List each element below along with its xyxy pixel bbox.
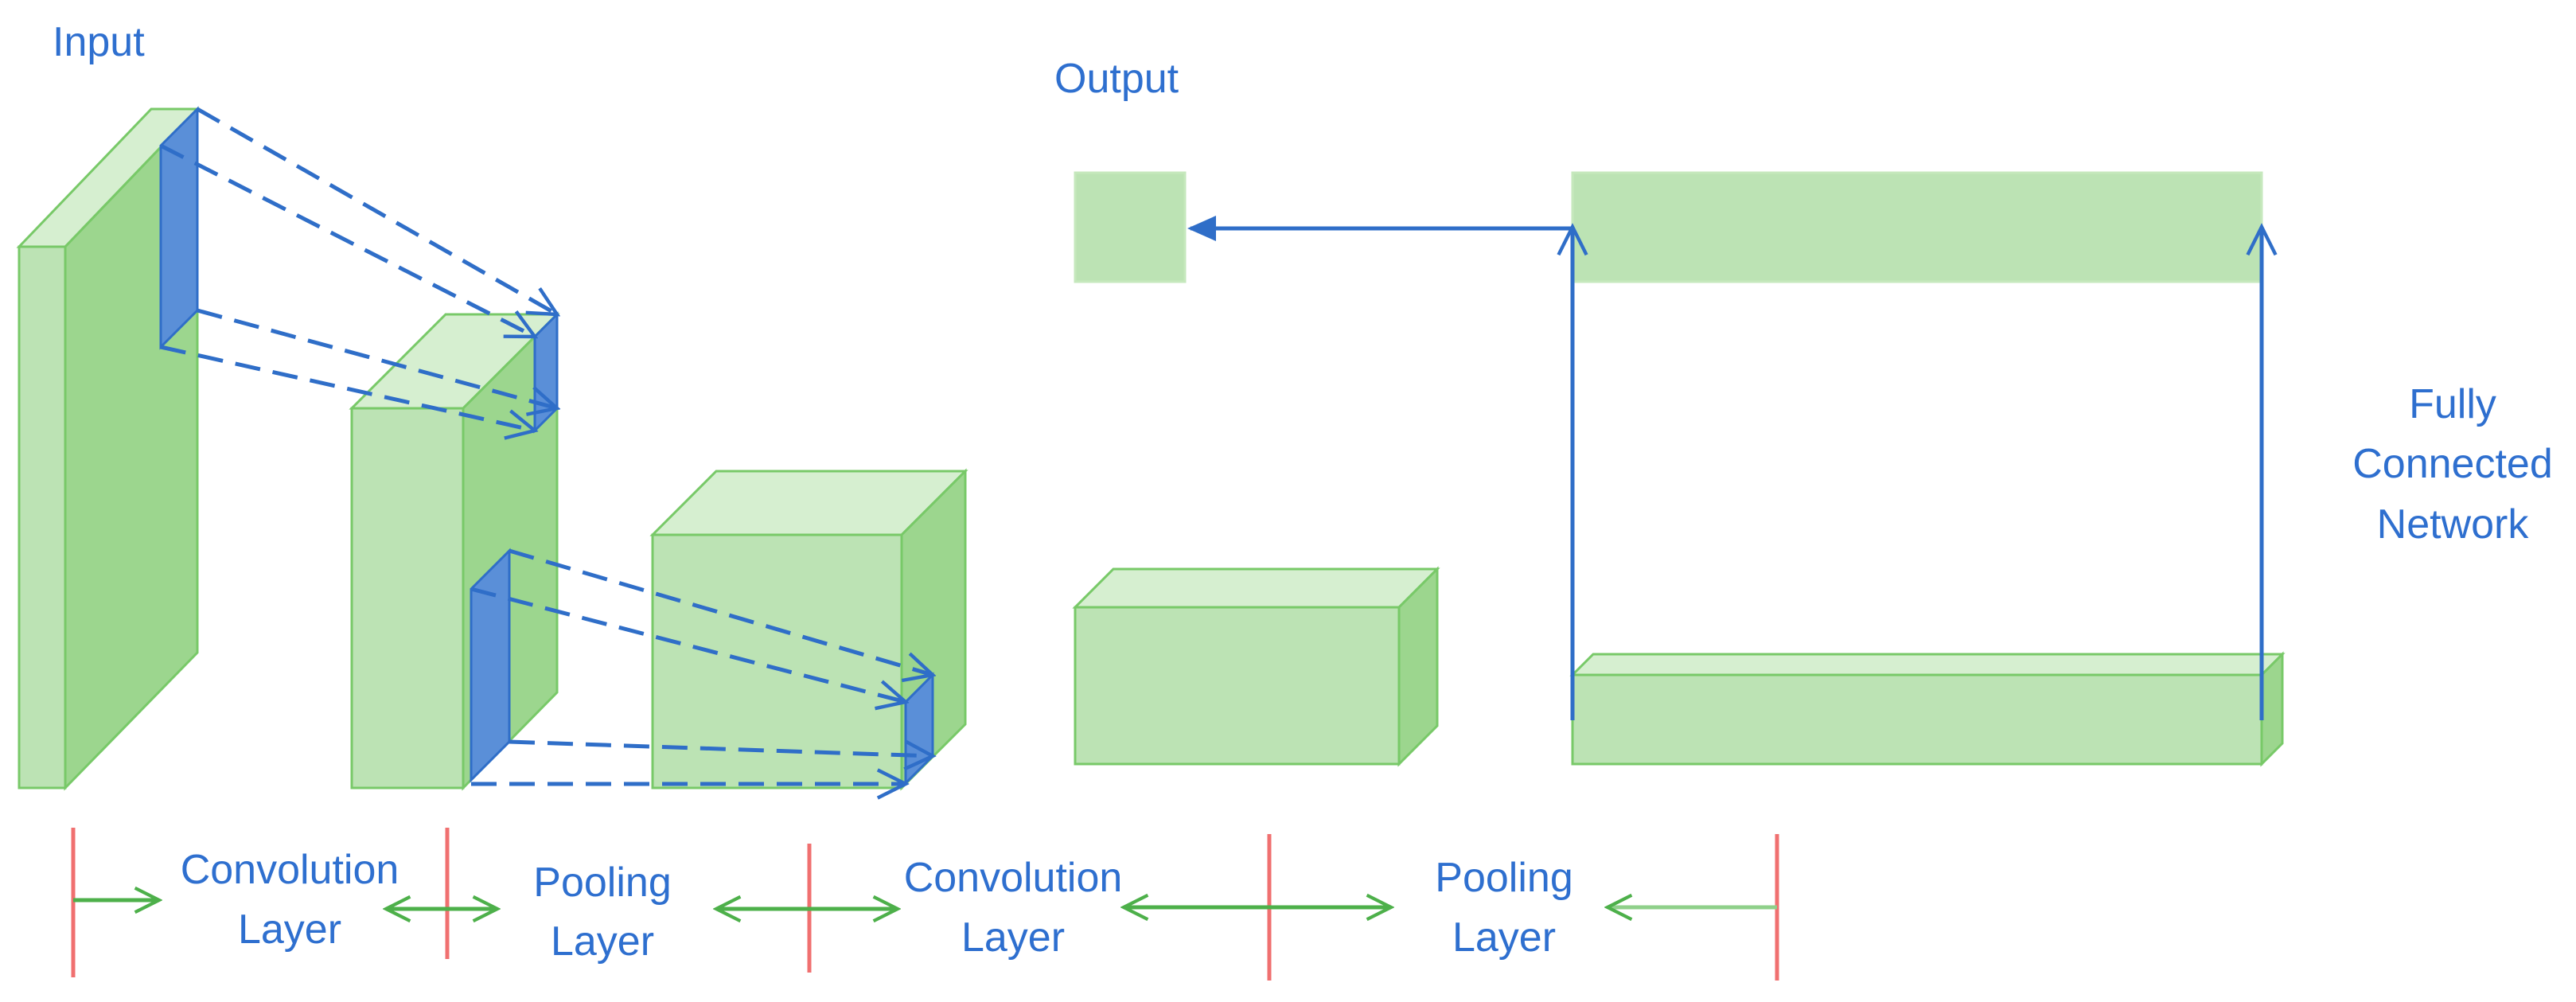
fc-label-line2: Connected [2352,441,2553,487]
stage-label-conv2-line1: Convolution [904,855,1123,901]
stage-span-arrows [73,900,1777,909]
conv1-volume [349,311,560,791]
input-kernel [159,106,199,350]
stage-label-pool1-line2: Layer [551,918,654,965]
fc-top-layer [1571,171,2263,283]
receptive-field-lines-1 [159,107,557,431]
input-volume [16,106,201,791]
fc-connection-arrows [1187,216,2262,720]
fc-bottom-layer [1569,651,2286,767]
stage-label-pool1-line1: Pooling [533,860,671,906]
input-label: Input [53,19,145,65]
stage-label-pool2-line1: Pooling [1435,855,1572,901]
output-label: Output [1054,56,1179,102]
conv1-kernel [470,548,511,783]
receptive-field-lines-2 [470,548,933,784]
conv1-kernel-target [533,311,559,434]
pool-volume [1072,566,1440,767]
stage-label-conv2-line2: Layer [961,914,1065,961]
output-node [1074,171,1187,283]
stage-label-conv1-line1: Convolution [181,847,399,893]
fc-label-line1: Fully [2409,381,2496,427]
stage-label-conv1-line2: Layer [238,906,341,953]
stage-label-pool2-line2: Layer [1452,914,1556,961]
fc-label-line3: Network [2377,501,2530,548]
